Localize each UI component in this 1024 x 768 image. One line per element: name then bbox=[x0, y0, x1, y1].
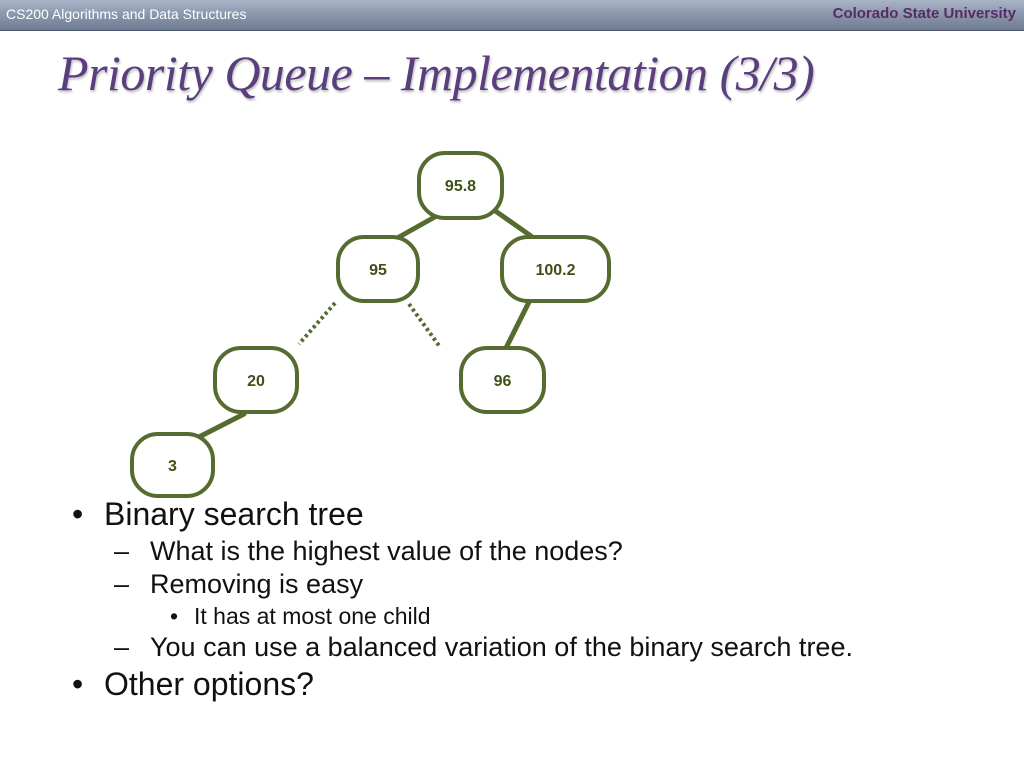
bullet-dash: – bbox=[114, 632, 130, 662]
tree-node-right: 100.2 bbox=[500, 235, 611, 303]
bullet-text: Other options? bbox=[104, 666, 314, 702]
bullet-dot: • bbox=[170, 603, 179, 629]
slide-title: Priority Queue – Implementation (3/3) bbox=[58, 45, 815, 101]
bullet-dash: – bbox=[114, 536, 130, 566]
bullet-text: Binary search tree bbox=[104, 496, 364, 532]
bullet-text: Removing is easy bbox=[150, 569, 364, 599]
node-value: 100.2 bbox=[535, 262, 575, 279]
edge-root-right bbox=[491, 207, 534, 239]
dotted-edge-left-right bbox=[407, 302, 442, 349]
bullet-dash: – bbox=[114, 569, 130, 599]
header-bar: CS200 Algorithms and Data Structures Col… bbox=[0, 0, 1024, 31]
bullet-level2: –What is the highest value of the nodes? bbox=[114, 536, 623, 567]
tree-node-left-left-left: 3 bbox=[130, 432, 215, 498]
bullet-level2: –You can use a balanced variation of the… bbox=[114, 632, 853, 663]
node-value: 95 bbox=[369, 262, 387, 279]
tree-node-right-left: 96 bbox=[459, 346, 546, 414]
course-name: CS200 Algorithms and Data Structures bbox=[6, 6, 247, 22]
bullet-level1: • Binary search tree bbox=[72, 496, 364, 533]
bullet-dot: • bbox=[72, 496, 84, 532]
edge-left-child bbox=[194, 411, 247, 441]
tree-node-left-left: 20 bbox=[213, 346, 299, 414]
edge-right-child bbox=[503, 297, 533, 351]
bullet-level3: • It has at most one child bbox=[170, 603, 431, 630]
node-value: 96 bbox=[494, 373, 512, 390]
bullet-dot: • bbox=[72, 666, 84, 702]
tree-node-left: 95 bbox=[336, 235, 420, 303]
bullet-level1: • Other options? bbox=[72, 666, 314, 703]
node-value: 20 bbox=[247, 373, 265, 390]
node-value: 3 bbox=[168, 458, 177, 475]
node-value: 95.8 bbox=[445, 178, 476, 195]
bullet-level2: –Removing is easy bbox=[114, 569, 363, 600]
dotted-edge-left-left bbox=[297, 301, 337, 346]
bullet-text: You can use a balanced variation of the … bbox=[150, 632, 853, 662]
bullet-text: It has at most one child bbox=[194, 603, 431, 629]
tree-node-root: 95.8 bbox=[417, 151, 504, 220]
university-name: Colorado State University bbox=[832, 5, 1016, 22]
bullet-text: What is the highest value of the nodes? bbox=[150, 536, 623, 566]
